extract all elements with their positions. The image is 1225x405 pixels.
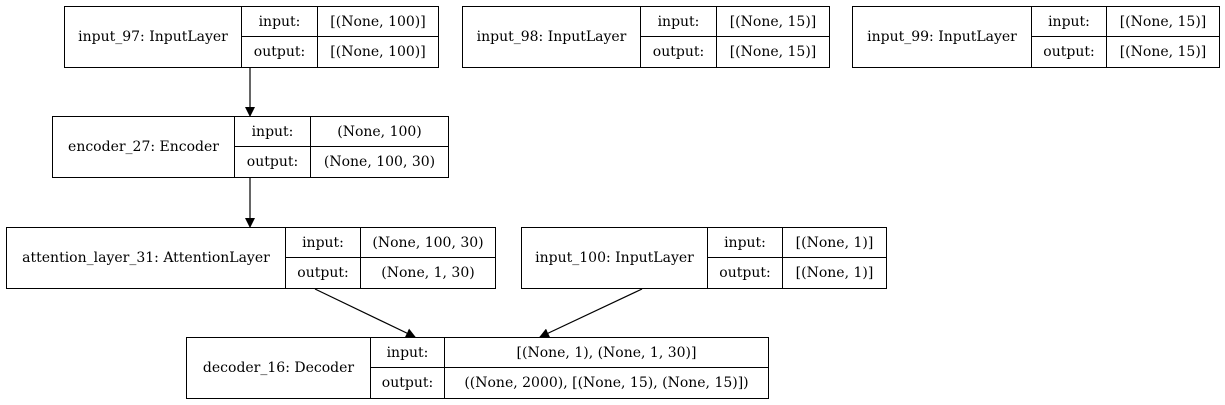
input-label: input: <box>235 117 311 147</box>
node-title: input_99: InputLayer <box>853 7 1032 67</box>
output-shape: [(None, 100)] <box>330 44 426 60</box>
output-shape: [(None, 15)] <box>729 44 817 60</box>
output-label: output: <box>235 147 311 177</box>
input-shape: [(None, 100)] <box>318 7 438 37</box>
edge-input100-to-decoder16 <box>539 288 643 338</box>
input-label: input: <box>242 7 318 37</box>
node-input-100: input_100: InputLayer input: [(None, 1)]… <box>521 227 887 289</box>
input-label: input: <box>1032 7 1107 37</box>
node-title: encoder_27: Encoder <box>53 117 235 177</box>
node-attention-layer-31: attention_layer_31: AttentionLayer input… <box>6 227 496 289</box>
output-label: output: <box>371 368 445 398</box>
output-shape: ((None, 2000), [(None, 15), (None, 15)]) <box>464 375 749 391</box>
node-title: decoder_16: Decoder <box>187 338 371 398</box>
node-input-97: input_97: InputLayer input: [(None, 100)… <box>64 6 439 68</box>
output-label: output: <box>708 258 783 288</box>
input-shape: [(None, 15)] <box>1107 7 1219 37</box>
node-encoder-27: encoder_27: Encoder input: (None, 100) o… <box>52 116 449 178</box>
output-shape: (None, 1, 30) <box>381 265 475 281</box>
output-shape: [(None, 15)] <box>1119 44 1207 60</box>
input-shape: [(None, 15)] <box>717 7 829 37</box>
input-shape: [(None, 1), (None, 1, 30)] <box>445 338 768 368</box>
input-shape: (None, 100) <box>311 117 448 147</box>
input-shape: [(None, 1)] <box>783 228 886 258</box>
input-label: input: <box>286 228 361 258</box>
output-label: output: <box>641 37 717 67</box>
node-title: attention_layer_31: AttentionLayer <box>7 228 286 288</box>
node-title: input_98: InputLayer <box>463 7 641 67</box>
node-decoder-16: decoder_16: Decoder input: [(None, 1), (… <box>186 337 769 399</box>
input-label: input: <box>708 228 783 258</box>
node-title: input_100: InputLayer <box>522 228 708 288</box>
node-input-98: input_98: InputLayer input: [(None, 15)]… <box>462 6 830 68</box>
edge-attention31-to-decoder16 <box>314 288 416 338</box>
output-label: output: <box>1032 37 1107 67</box>
input-shape: (None, 100, 30) <box>361 228 495 258</box>
output-shape: (None, 100, 30) <box>323 154 436 170</box>
node-input-99: input_99: InputLayer input: [(None, 15)]… <box>852 6 1220 68</box>
input-label: input: <box>371 338 445 368</box>
output-label: output: <box>286 258 361 288</box>
input-label: input: <box>641 7 717 37</box>
output-shape: [(None, 1)] <box>795 265 874 281</box>
output-label: output: <box>242 37 318 67</box>
node-title: input_97: InputLayer <box>65 7 242 67</box>
